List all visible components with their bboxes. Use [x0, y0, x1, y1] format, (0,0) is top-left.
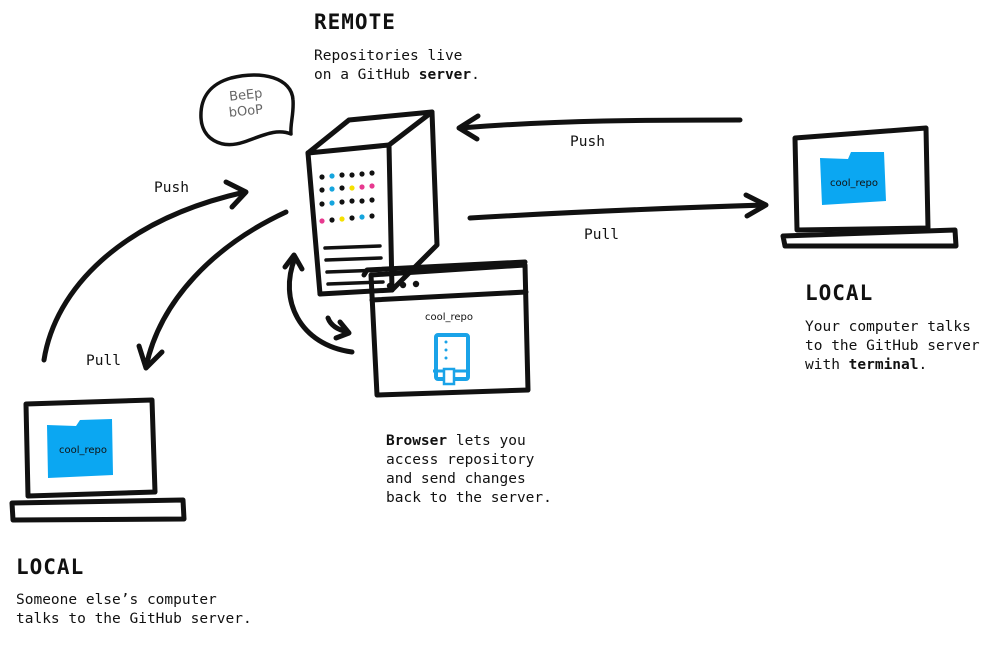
right-push-arrow	[456, 113, 743, 142]
right-local-desc-line1: Your computer talks	[805, 319, 971, 335]
left-push-arrow	[41, 179, 249, 363]
right-folder-label: cool_repo	[830, 178, 879, 189]
remote-description: Repositories live on a GitHub server.	[314, 47, 480, 85]
remote-desc-line2-pre: on a GitHub	[314, 67, 419, 83]
right-pull-label: Pull	[584, 227, 619, 243]
right-local-heading: LOCAL	[805, 281, 874, 305]
browser-desc-bold: Browser	[386, 433, 448, 449]
server-browser-arrow	[282, 252, 355, 355]
left-pull-arrow	[136, 209, 289, 371]
browser-window-icon	[361, 259, 531, 398]
speech-bubble	[199, 73, 295, 147]
speech-bubble-text: BeEp bOoP	[228, 86, 265, 121]
left-laptop-icon	[9, 397, 187, 523]
right-laptop-icon	[780, 125, 959, 249]
left-local-heading: LOCAL	[16, 555, 85, 579]
browser-desc-line1-post: lets you	[447, 433, 526, 449]
right-pull-arrow	[467, 192, 769, 221]
repository-book-icon	[433, 333, 470, 386]
remote-desc-line2-bold: server	[418, 67, 472, 83]
left-local-desc-line1: Someone else’s computer	[16, 592, 217, 608]
right-local-desc-line3-bold: terminal	[848, 357, 919, 373]
right-local-description: Your computer talks to the GitHub server…	[805, 318, 980, 375]
server-status-dots	[319, 170, 375, 224]
right-local-desc-line3-post: .	[918, 357, 928, 373]
remote-desc-line1: Repositories live	[314, 48, 463, 64]
remote-desc-line2-post: .	[471, 67, 480, 83]
browser-desc-line3: and send changes	[386, 471, 526, 487]
browser-desc-line4: back to the server.	[386, 490, 552, 506]
left-push-label: Push	[154, 180, 189, 196]
left-folder-label: cool_repo	[59, 445, 108, 456]
browser-desc-line2: access repository	[386, 452, 535, 468]
right-local-desc-line3-pre: with	[805, 357, 849, 373]
left-local-description: Someone else’s computer talks to the Git…	[16, 591, 252, 629]
right-local-desc-line2: to the GitHub server	[805, 338, 980, 354]
left-pull-label: Pull	[86, 353, 121, 369]
left-local-desc-line2: talks to the GitHub server.	[16, 611, 252, 627]
server-icon	[305, 109, 440, 297]
right-push-label: Push	[570, 134, 605, 150]
browser-repo-name: cool_repo	[425, 312, 474, 323]
browser-description: Browser lets you access repository and s…	[386, 432, 552, 508]
remote-heading: REMOTE	[314, 10, 396, 34]
